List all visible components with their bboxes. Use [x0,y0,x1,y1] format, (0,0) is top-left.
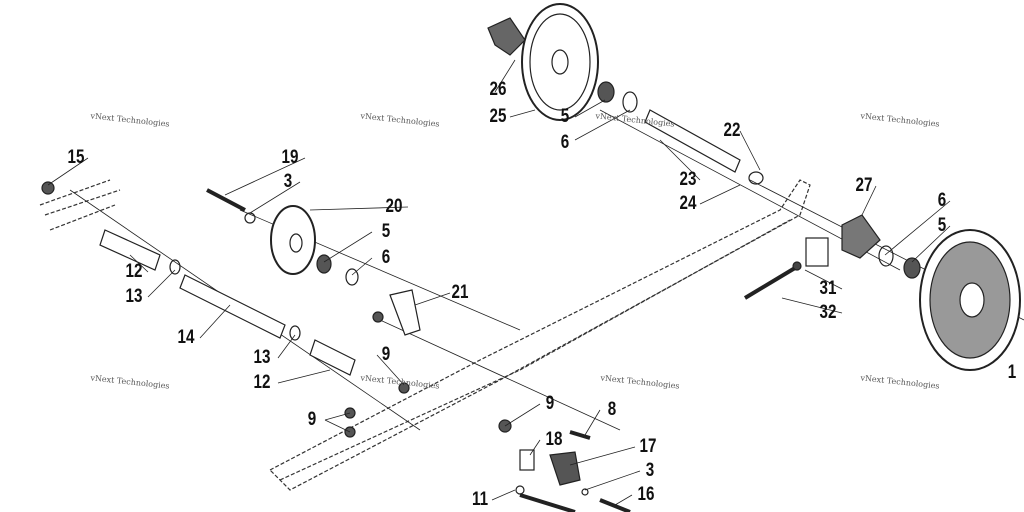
bracket-17 [549,451,581,486]
part-callout-6[interactable]: 6 [937,190,947,211]
part-callout-6[interactable]: 6 [560,132,570,153]
part-callout-5[interactable]: 5 [560,106,570,127]
part-callout-3[interactable]: 3 [283,171,293,192]
part-callout-9[interactable]: 9 [381,344,391,365]
slide-rail [39,179,811,491]
part-callout-17[interactable]: 17 [639,436,657,457]
idler-wheel-25 [521,3,599,121]
nut-15 [41,181,55,195]
part-callout-26[interactable]: 26 [489,79,507,100]
part-callout-14[interactable]: 14 [177,327,195,348]
part-callout-1[interactable]: 1 [1007,362,1017,383]
part-callout-25[interactable]: 25 [489,106,507,127]
part-callout-16[interactable]: 16 [637,484,655,505]
part-callout-27[interactable]: 27 [855,175,873,196]
shaft-14 [179,274,286,339]
part-callout-23[interactable]: 23 [679,169,697,190]
part-callout-5[interactable]: 5 [381,221,391,242]
part-callout-24[interactable]: 24 [679,193,697,214]
part-callout-31[interactable]: 31 [819,278,837,299]
part-callout-20[interactable]: 20 [385,196,403,217]
spacer-12 [99,229,161,271]
part-callout-21[interactable]: 21 [451,282,469,303]
part-callout-15[interactable]: 15 [67,147,85,168]
part-callout-13[interactable]: 13 [253,347,271,368]
wheel-20 [270,205,316,275]
part-callout-8[interactable]: 8 [607,399,617,420]
hub-27 [841,214,881,259]
part-callout-32[interactable]: 32 [819,302,837,323]
part-callout-12[interactable]: 12 [253,372,271,393]
part-callout-9[interactable]: 9 [545,393,555,414]
hub-cap-26 [487,17,526,56]
spacer-12b [309,339,356,376]
part-callout-19[interactable]: 19 [281,147,299,168]
part-callout-3[interactable]: 3 [645,460,655,481]
bracket-21 [389,289,421,336]
part-callout-18[interactable]: 18 [545,429,563,450]
part-callout-12[interactable]: 12 [125,261,143,282]
part-callout-9[interactable]: 9 [307,409,317,430]
part-callout-13[interactable]: 13 [125,286,143,307]
part-callout-22[interactable]: 22 [723,120,741,141]
part-callout-11[interactable]: 11 [471,489,489,510]
part-callout-6[interactable]: 6 [381,247,391,268]
part-callout-5[interactable]: 5 [937,215,947,236]
